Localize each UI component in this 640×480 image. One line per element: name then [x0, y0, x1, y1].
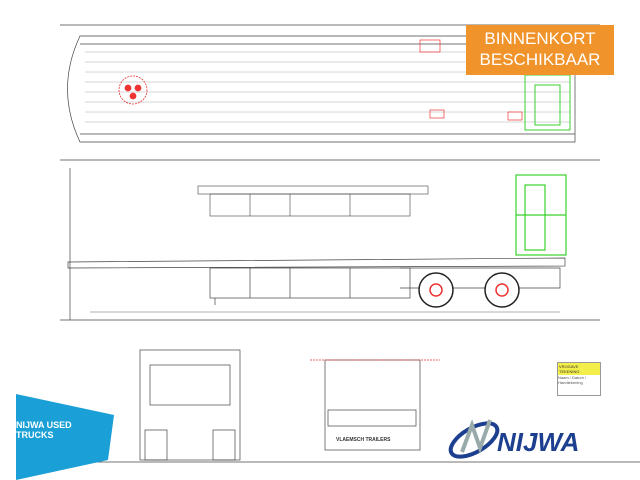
- used-trucks-line-1: NIJWA USED: [16, 420, 72, 430]
- side-view: [60, 168, 600, 321]
- crane-top: [524, 74, 571, 131]
- kingpin-marker: [118, 75, 148, 105]
- rear-plate-text: VLAEMSCH TRAILERS: [336, 437, 391, 443]
- used-trucks-banner: [16, 394, 114, 480]
- crane-side: [515, 174, 567, 256]
- badge-line-2: BESCHIKBAAR: [479, 50, 601, 69]
- title-block-row: Naam / Datum / Handtekening: [558, 375, 587, 385]
- coming-soon-badge: BINNENKORT BESCHIKBAAR: [466, 25, 614, 75]
- badge-line-1: BINNENKORT: [484, 29, 596, 48]
- detail-view: [197, 185, 429, 217]
- title-block-header: VRIJGAVE TEKENING: [558, 363, 600, 375]
- used-trucks-line-2: TRUCKS: [16, 430, 54, 440]
- nijwa-logo-mark: [448, 419, 500, 459]
- wheels: [418, 272, 520, 308]
- nijwa-logo: NIJWA: [497, 427, 580, 457]
- title-block: VRIJGAVE TEKENING Naam / Datum / Handtek…: [557, 362, 601, 396]
- rear-views: [40, 349, 640, 463]
- used-trucks-label: NIJWA USED TRUCKS: [16, 420, 72, 440]
